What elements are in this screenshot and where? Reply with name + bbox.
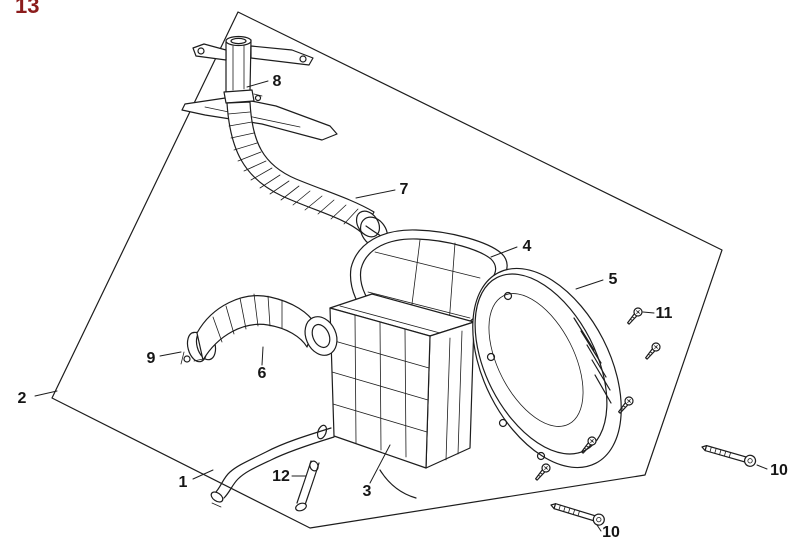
callout-part8: 8: [273, 73, 282, 90]
part-6-intake-duct: [196, 293, 338, 361]
screw-icon: [617, 396, 634, 414]
part-3-air-cleaner-case: [329, 293, 475, 499]
part-10-bolt-bottom: [550, 503, 605, 526]
part-8-bracket-pipe: [181, 35, 338, 141]
callout-part9: 9: [147, 350, 156, 367]
callout-part11: 11: [656, 305, 673, 322]
part-10-bolt-right: [701, 445, 757, 467]
callout-part1: 1: [179, 474, 188, 491]
screw-icon: [644, 342, 661, 360]
screw-icon: [626, 307, 643, 325]
callout-part10-bottom: 10: [602, 524, 620, 541]
callout-part10-right: 10: [770, 462, 788, 479]
callout-part12: 12: [272, 468, 290, 485]
callout-part4: 4: [523, 238, 532, 255]
callout-part6: 6: [258, 365, 267, 382]
part-11-screws: [534, 307, 661, 481]
figure-number-label: 13: [15, 0, 39, 18]
frame-border: [51, 11, 723, 529]
callout-part2: 2: [18, 390, 27, 407]
screw-icon: [580, 436, 597, 454]
callout-part5: 5: [609, 271, 618, 288]
leader-lines: [34, 80, 768, 532]
part-1-drain-tube: [210, 424, 335, 508]
callout-part7: 7: [400, 181, 409, 198]
part-12-breather-tube: [295, 460, 320, 512]
callout-labels: 13 8 7 4 5 11 9 6 2 1 12 3 10 10: [15, 0, 788, 541]
part-7-corrugated-hose: [226, 101, 404, 250]
callout-part3: 3: [363, 483, 372, 500]
screw-icon: [534, 463, 551, 481]
